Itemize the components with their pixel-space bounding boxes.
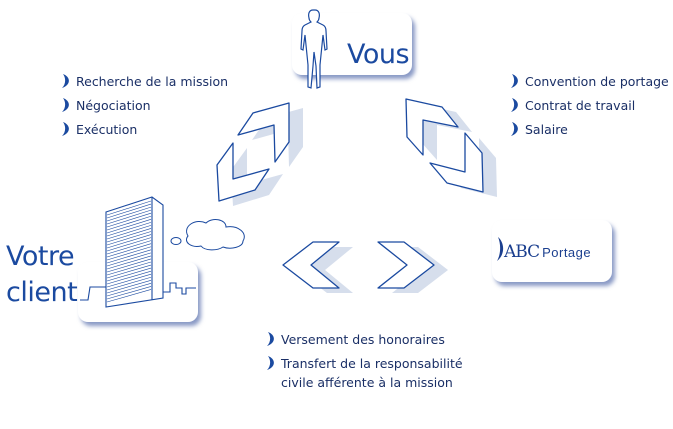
list-item-text: Recherche de la mission bbox=[76, 74, 229, 89]
building-floor bbox=[106, 212, 152, 228]
building-floor bbox=[106, 283, 152, 297]
client-label-line2: client bbox=[6, 277, 78, 308]
building-floor bbox=[106, 231, 152, 246]
bullet-crescent-icon bbox=[62, 74, 69, 88]
chevron-left-icon bbox=[282, 241, 340, 289]
list-item: Salaire bbox=[509, 120, 568, 139]
bullet-crescent-icon bbox=[62, 98, 69, 112]
person-icon bbox=[300, 9, 328, 89]
list-item: civile afférente à la mission bbox=[265, 373, 453, 392]
list-item-text: civile afférente à la mission bbox=[281, 375, 453, 390]
building-floor bbox=[106, 200, 152, 216]
bullet-crescent-icon bbox=[511, 98, 518, 112]
building-floor bbox=[106, 237, 152, 252]
list-item-text: Contrat de travail bbox=[525, 98, 636, 113]
bullet-crescent-icon bbox=[511, 74, 518, 88]
building-floor bbox=[106, 252, 152, 267]
building-floor bbox=[106, 267, 152, 282]
list-item: Versement des honoraires bbox=[265, 330, 445, 349]
thought-bubble-icon bbox=[170, 219, 245, 251]
building-floor bbox=[106, 249, 152, 264]
list-item: Contrat de travail bbox=[509, 96, 635, 115]
building-floor bbox=[106, 215, 152, 231]
building-floor bbox=[106, 246, 152, 261]
list-item-text: Exécution bbox=[76, 122, 138, 137]
logo-portage: Portage bbox=[542, 245, 592, 260]
bullet-crescent-icon bbox=[267, 332, 274, 346]
list-item-text: Transfert de la responsabilité bbox=[281, 356, 463, 371]
abc-card bbox=[492, 220, 612, 282]
vous-label: Vous bbox=[347, 39, 410, 70]
abc-portage-logo: ABC Portage bbox=[496, 236, 591, 262]
building-floor bbox=[106, 276, 152, 291]
bullet-crescent-icon bbox=[62, 122, 69, 136]
building-floor bbox=[106, 258, 152, 273]
list-item-text: Versement des honoraires bbox=[281, 332, 445, 347]
list-item-text: Négociation bbox=[76, 98, 151, 113]
list-item-text: Salaire bbox=[525, 122, 568, 137]
building-floor bbox=[106, 225, 152, 240]
building-icon bbox=[80, 196, 196, 308]
building-floor bbox=[106, 280, 152, 294]
chevron-right-icon bbox=[377, 241, 435, 289]
arrow-shadows bbox=[231, 104, 497, 293]
building-floor bbox=[106, 286, 152, 300]
building-floor bbox=[106, 289, 152, 303]
list-item: Recherche de la mission bbox=[60, 72, 228, 91]
arrow-right-lower bbox=[429, 132, 484, 193]
bullet-crescent-icon bbox=[267, 356, 274, 370]
building-floor bbox=[106, 264, 152, 279]
building-floor bbox=[106, 273, 152, 288]
list-item: Convention de portage bbox=[509, 72, 669, 91]
building-floor bbox=[106, 240, 152, 255]
list-item-text: Convention de portage bbox=[525, 74, 669, 89]
building-floor bbox=[106, 222, 152, 237]
arrow-left-upper bbox=[237, 102, 290, 163]
building-floor bbox=[106, 270, 152, 285]
building-floor bbox=[106, 209, 152, 225]
arrow-right-upper bbox=[405, 98, 459, 156]
building-floor bbox=[106, 234, 152, 249]
client-label-line1: Votre bbox=[6, 241, 75, 272]
building-floor bbox=[106, 206, 152, 222]
list-item: Négociation bbox=[60, 96, 151, 115]
building-floor bbox=[106, 255, 152, 270]
building-floor bbox=[106, 228, 152, 243]
list-item: Exécution bbox=[60, 120, 137, 139]
bullet-crescent-icon bbox=[511, 122, 518, 136]
arrow-left-lower bbox=[216, 142, 270, 202]
building-floor bbox=[106, 261, 152, 276]
logo-crescent-icon bbox=[497, 237, 504, 261]
logo-abc: ABC bbox=[504, 242, 540, 262]
building-floor bbox=[106, 243, 152, 258]
building-floor bbox=[106, 203, 152, 219]
list-item: Transfert de la responsabilité bbox=[265, 354, 463, 373]
building-floor bbox=[106, 219, 152, 234]
